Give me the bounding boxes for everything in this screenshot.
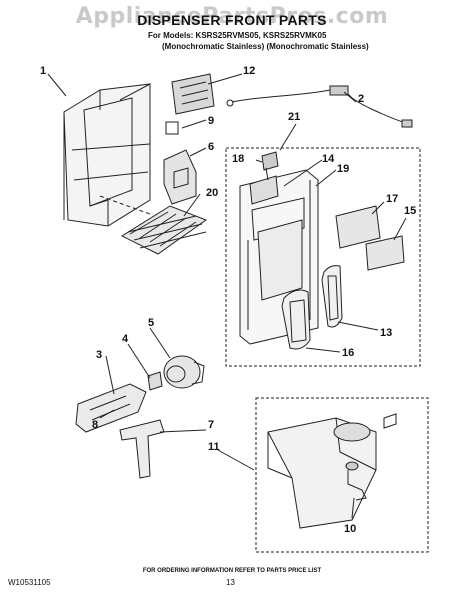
callout-18: 18 xyxy=(232,153,244,165)
dispenser-assembly-box xyxy=(225,147,421,367)
callout-17: 17 xyxy=(386,193,398,205)
water-paddle-part xyxy=(281,289,311,350)
callout-15: 15 xyxy=(404,205,416,217)
ice-chute-assembly-box xyxy=(255,397,429,553)
callout-1: 1 xyxy=(40,65,46,77)
callout-9: 9 xyxy=(208,115,214,127)
callout-8: 8 xyxy=(92,419,98,431)
page-number: 13 xyxy=(226,578,235,587)
door-flapper-part xyxy=(119,419,165,479)
switch-housing-part xyxy=(163,149,197,205)
callout-14: 14 xyxy=(322,153,335,165)
callout-10: 10 xyxy=(344,523,356,535)
housing-frame-part xyxy=(63,83,151,227)
callout-21: 21 xyxy=(288,111,300,123)
water-fitting-part xyxy=(345,461,367,501)
callout-12: 12 xyxy=(243,65,255,77)
callout-16: 16 xyxy=(342,347,354,359)
callout-2: 2 xyxy=(358,93,364,105)
wire-harness-part xyxy=(231,89,409,125)
callout-5: 5 xyxy=(148,317,154,329)
ordering-note: FOR ORDERING INFORMATION REFER TO PARTS … xyxy=(142,568,322,574)
finish-description: (Monochromatic Stainless) (Monochromatic… xyxy=(162,42,369,51)
ice-paddle-part xyxy=(321,265,343,328)
callout-11: 11 xyxy=(208,441,220,453)
actuator-housing-part xyxy=(75,383,147,433)
page-title: DISPENSER FRONT PARTS xyxy=(137,12,327,28)
control-board-part xyxy=(171,73,215,115)
motor-part xyxy=(163,355,205,389)
callout-6: 6 xyxy=(208,141,214,153)
drip-tray-part xyxy=(120,205,208,255)
dispenser-panel-part xyxy=(239,169,319,345)
callout-13: 13 xyxy=(380,327,392,339)
callout-4: 4 xyxy=(122,333,129,345)
callout-7: 7 xyxy=(208,419,214,431)
solenoid-part xyxy=(147,371,163,391)
callout-3: 3 xyxy=(96,349,102,361)
callout-20: 20 xyxy=(206,187,218,199)
clip-part xyxy=(165,121,179,135)
model-numbers: For Models: KSRS25RVMS05, KSRS25RVMK05 xyxy=(148,31,327,40)
document-number: W10531105 xyxy=(8,578,51,587)
callout-19: 19 xyxy=(337,163,349,175)
light-cover-part xyxy=(365,235,405,271)
ice-chute-part xyxy=(267,413,397,529)
lever-bracket-part xyxy=(335,205,381,249)
watermark: AppliancePartsPros.com xyxy=(75,4,389,29)
